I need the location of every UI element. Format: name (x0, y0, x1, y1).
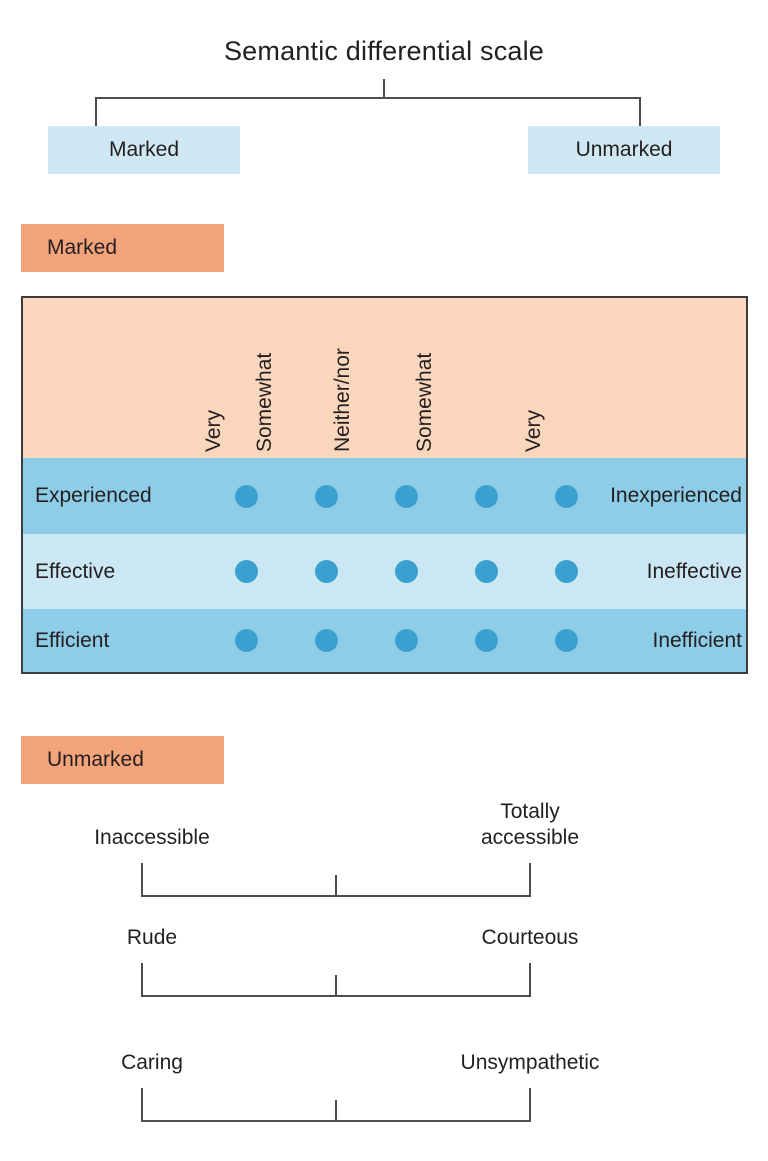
radio-option[interactable] (395, 560, 418, 583)
scale-1-right-label: Totally accessible (480, 800, 580, 849)
row-right-label: Inefficient (652, 628, 742, 652)
scale-3-left-label: Caring (121, 1051, 183, 1074)
column-header-somewhat-1-label: Somewhat (253, 352, 277, 452)
unmarked-scale-2: Rude Courteous (0, 915, 768, 1025)
column-header-somewhat-2-label: Somewhat (413, 352, 437, 452)
page-title: Semantic differential scale (223, 36, 545, 66)
radio-option[interactable] (315, 629, 338, 652)
section-badge-marked: Marked (21, 224, 224, 272)
table-row: Effective Ineffective (23, 534, 746, 609)
marked-table-header: Very Somewhat Neither/nor Somewhat Very (23, 298, 746, 458)
radio-option[interactable] (555, 484, 578, 508)
scale-1-left-label: Inaccessible (94, 826, 210, 849)
radio-option[interactable] (395, 629, 418, 652)
unmarked-scale-3: Caring Unsympathetic (0, 1040, 768, 1150)
scale-1-tick-center[interactable] (335, 875, 337, 897)
tree-node-marked-label: Marked (108, 138, 180, 161)
scale-2-right-label: Courteous (481, 926, 579, 949)
tree-node-unmarked[interactable]: Unmarked (528, 126, 720, 174)
section-badge-unmarked: Unmarked (21, 736, 224, 784)
section-badge-marked-label: Marked (47, 236, 118, 259)
radio-option[interactable] (555, 560, 578, 583)
scale-3-right-label: Unsympathetic (460, 1051, 600, 1074)
radio-option[interactable] (395, 484, 418, 508)
scale-1-tick-right[interactable] (529, 863, 531, 897)
scale-2-tick-center[interactable] (335, 975, 337, 997)
radio-option[interactable] (235, 629, 258, 652)
radio-option[interactable] (315, 560, 338, 583)
table-row: Experienced Inexperienced (23, 458, 746, 534)
row-left-label: Efficient (35, 628, 110, 652)
tree-drop-right-line (639, 97, 641, 128)
radio-option[interactable] (555, 629, 578, 652)
radio-option[interactable] (475, 484, 498, 508)
column-header-neither-nor-label: Neither/nor (331, 348, 355, 452)
scale-2-tick-left[interactable] (141, 963, 143, 997)
section-badge-unmarked-label: Unmarked (47, 748, 144, 771)
tree-stem-line (383, 79, 385, 98)
marked-scale-table: Very Somewhat Neither/nor Somewhat Very … (21, 296, 748, 674)
row-right-label: Inexperienced (610, 484, 742, 507)
tree-drop-left-line (95, 97, 97, 128)
tree-horizontal-line (95, 97, 641, 99)
scale-3-tick-center[interactable] (335, 1100, 337, 1122)
unmarked-scale-1: Inaccessible Totally accessible (0, 790, 768, 900)
tree-node-marked[interactable]: Marked (48, 126, 240, 174)
tree-node-unmarked-label: Unmarked (575, 138, 673, 161)
column-header-very-2-label: Very (521, 409, 545, 452)
scale-2-tick-right[interactable] (529, 963, 531, 997)
scale-3-tick-right[interactable] (529, 1088, 531, 1122)
row-left-label: Effective (35, 559, 116, 583)
scale-2-left-label: Rude (126, 926, 178, 949)
column-header-very-1-label: Very (201, 409, 225, 452)
scale-1-tick-left[interactable] (141, 863, 143, 897)
radio-option[interactable] (235, 484, 258, 508)
row-right-label: Ineffective (646, 559, 742, 583)
radio-option[interactable] (315, 484, 338, 508)
scale-3-tick-left[interactable] (141, 1088, 143, 1122)
row-left-label: Experienced (35, 484, 152, 507)
radio-option[interactable] (235, 560, 258, 583)
table-row: Efficient Inefficient (23, 609, 746, 672)
radio-option[interactable] (475, 629, 498, 652)
radio-option[interactable] (475, 560, 498, 583)
